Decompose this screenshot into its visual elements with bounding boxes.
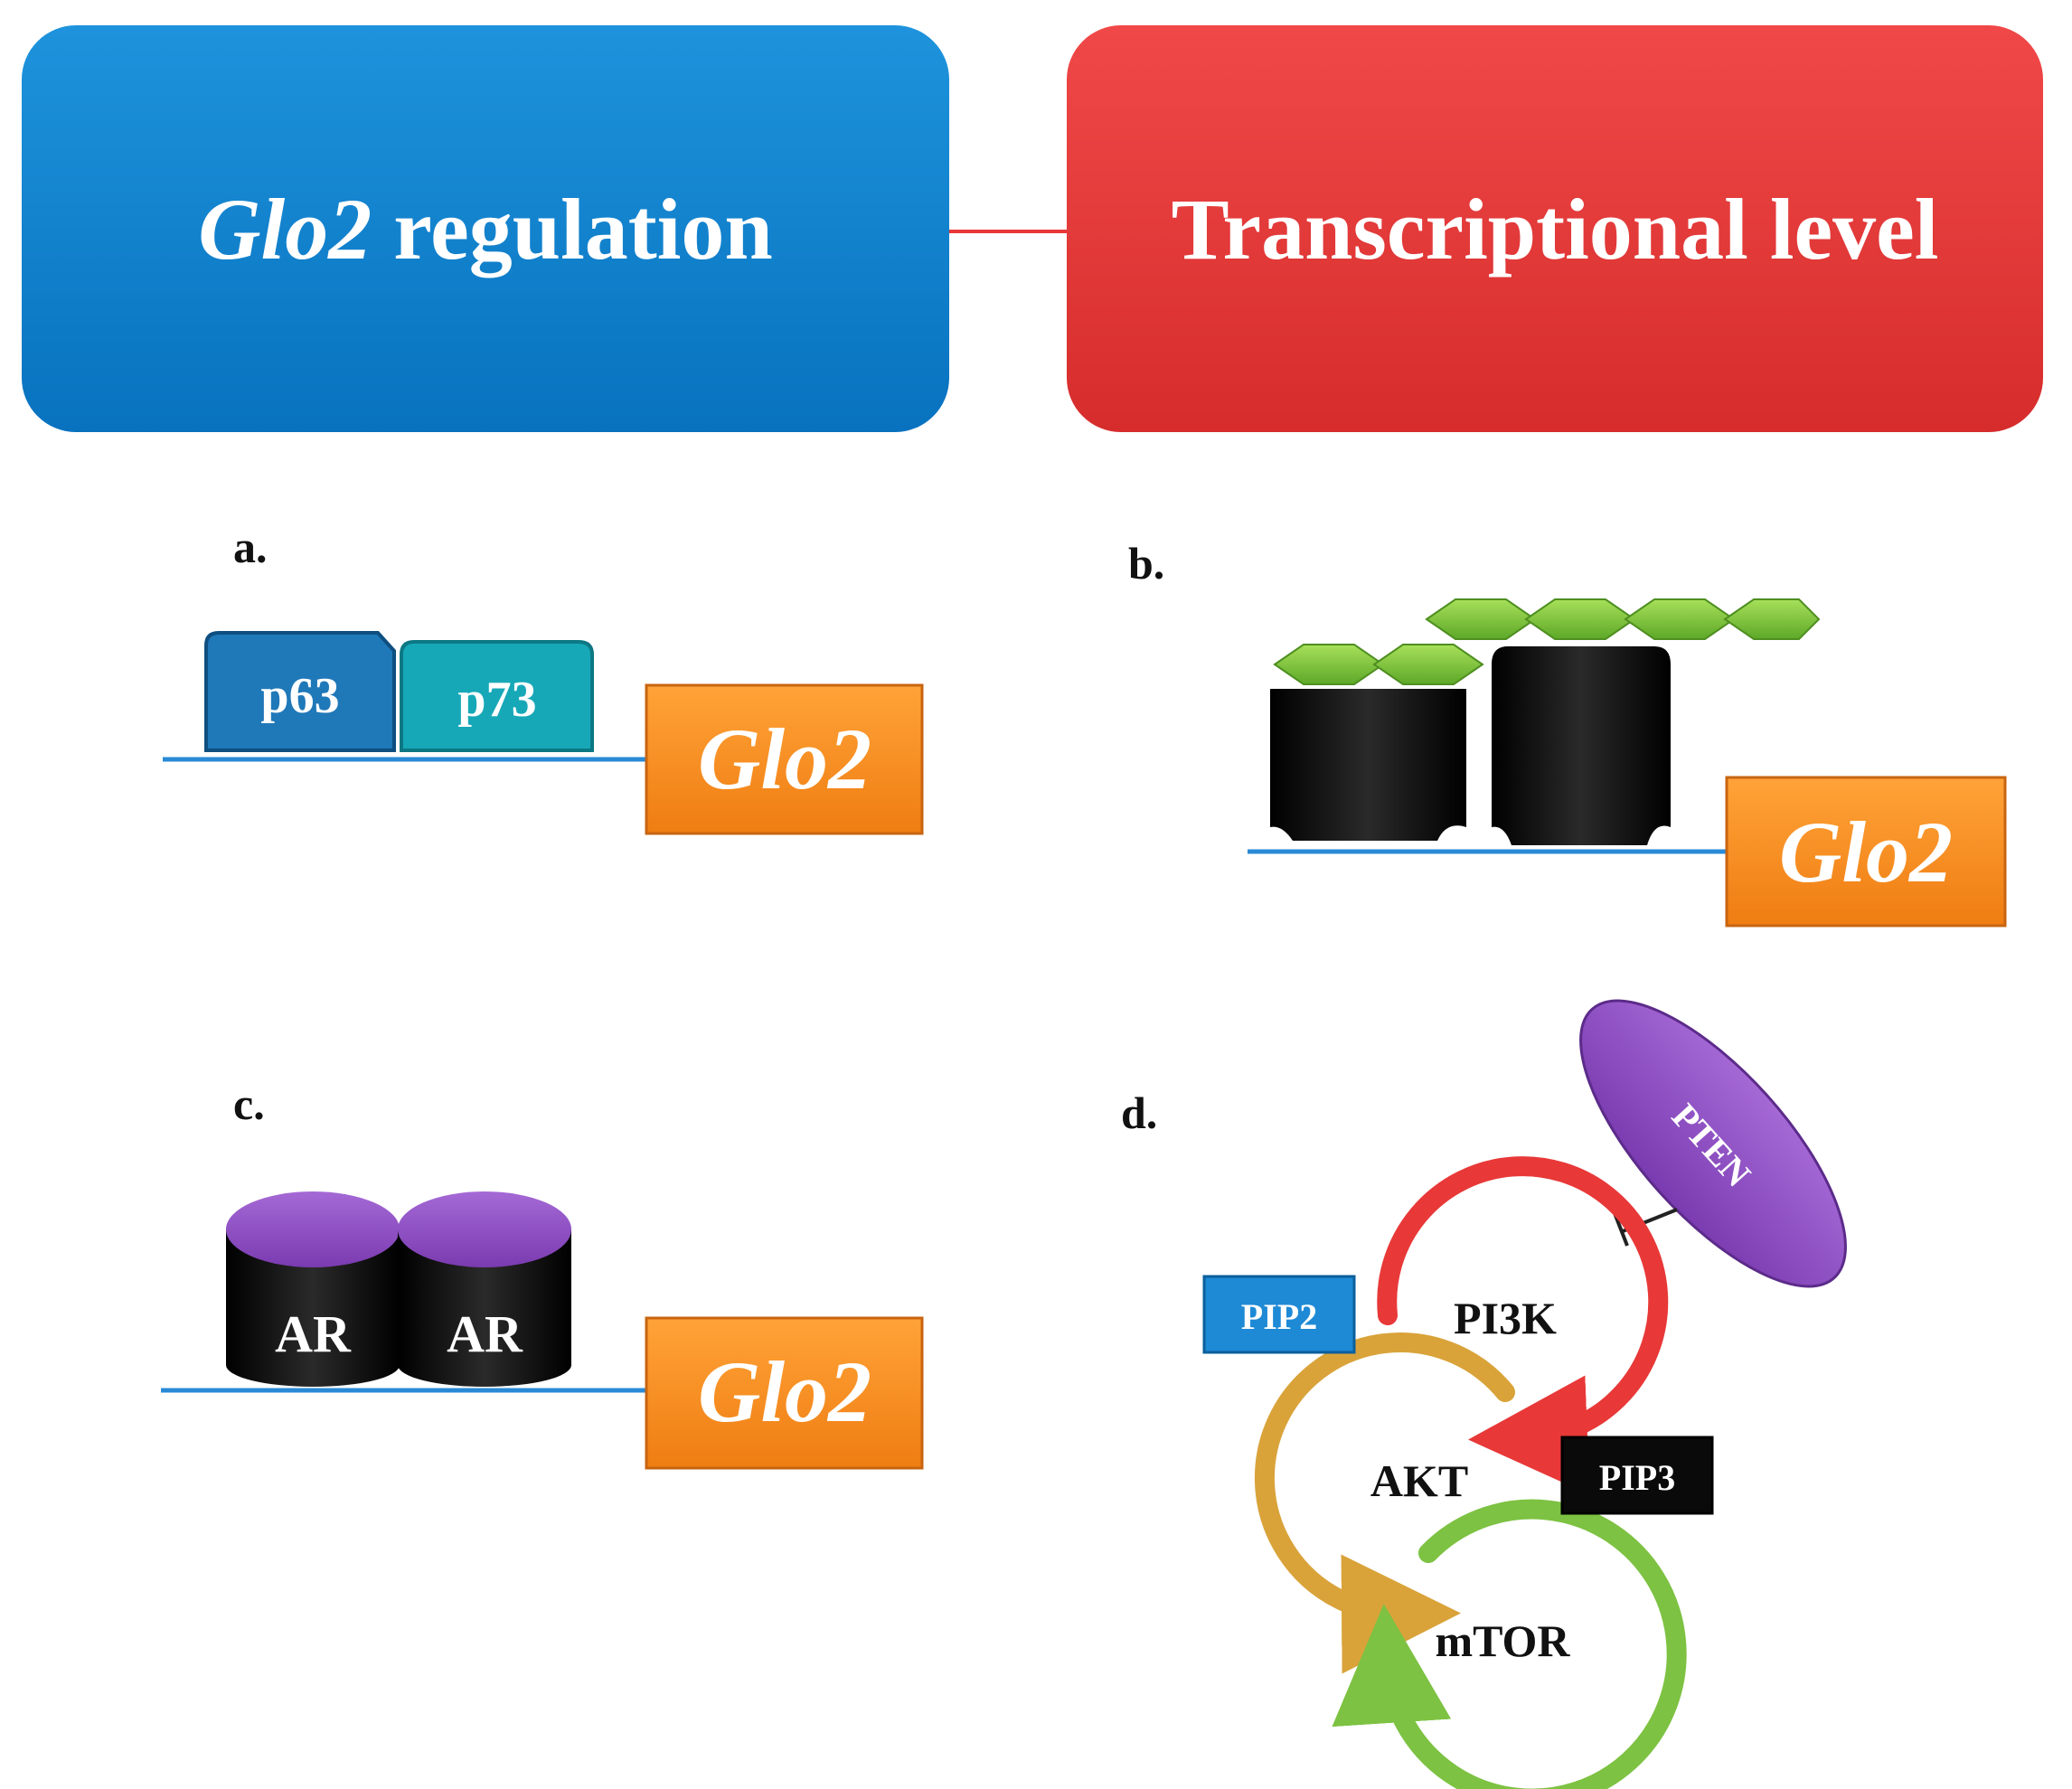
header: Glo2 regulation Transcriptional level	[22, 25, 2043, 432]
histone-mark-1	[1273, 644, 1385, 685]
ar-label-1: AR	[275, 1304, 352, 1363]
header-left-box	[22, 25, 949, 432]
histone-mark-4	[1524, 598, 1636, 640]
nucleosome-1	[1270, 689, 1466, 841]
pip2-label: PIP2	[1241, 1296, 1317, 1337]
header-right-box	[1067, 25, 2043, 432]
ar-label-2: AR	[447, 1304, 523, 1363]
p63-label: p63	[260, 668, 339, 724]
ar-receptor-2-cap	[398, 1191, 571, 1267]
panel-a: a. p63 p73 Glo2	[163, 522, 924, 835]
histone-modification-chain	[1273, 598, 1821, 685]
histone-mark-2	[1372, 644, 1484, 685]
ar-receptor-1-body	[226, 1229, 400, 1387]
glo2-gene-box-c	[645, 1316, 924, 1470]
pten-shape	[1579, 999, 1847, 1288]
ar-receptor-2-body	[398, 1229, 571, 1387]
p63-block	[204, 631, 396, 752]
mtor-label: mTOR	[1435, 1615, 1570, 1666]
p73-block	[400, 640, 594, 752]
ar-receptor-1-cap	[226, 1191, 400, 1267]
glo2-label-a: Glo2	[698, 711, 871, 807]
pi3k-arrow	[1377, 1156, 1669, 1495]
histone-mark-6	[1723, 598, 1821, 640]
nucleosome-2	[1492, 646, 1671, 845]
panel-d-label: d.	[1121, 1088, 1157, 1138]
panel-b: b. Glo2	[1128, 538, 2007, 927]
pi3k-label: PI3K	[1454, 1293, 1557, 1343]
histone-mark-3	[1425, 598, 1537, 640]
panel-b-label: b.	[1128, 538, 1164, 588]
panel-d: d. PTEN PI3K AKT mTOR PIP2 PIP3	[1121, 999, 1847, 1789]
header-left-title: Glo2 regulation	[198, 181, 773, 278]
pip2-box	[1202, 1275, 1356, 1354]
akt-arrow	[1254, 1332, 1515, 1674]
akt-label: AKT	[1370, 1455, 1468, 1506]
glo2-label-c: Glo2	[698, 1343, 871, 1440]
pip3-box	[1560, 1436, 1714, 1515]
inhibition-bar	[1613, 1212, 1629, 1247]
panel-a-label: a.	[233, 522, 268, 572]
p73-label: p73	[457, 672, 536, 728]
mtor-arrow	[1332, 1499, 1687, 1789]
panel-c: c. AR AR Glo2	[161, 1078, 924, 1470]
histone-mark-5	[1624, 598, 1736, 640]
panel-c-label: c.	[233, 1078, 265, 1129]
pip3-label: PIP3	[1599, 1457, 1675, 1498]
header-right-title: Transcriptional level	[1172, 181, 1939, 278]
pten-ellipse: PTEN	[1579, 999, 1847, 1288]
glo2-gene-box-a	[645, 683, 924, 835]
glo2-gene-box-b	[1725, 776, 2007, 927]
glo2-label-b: Glo2	[1779, 804, 1953, 900]
